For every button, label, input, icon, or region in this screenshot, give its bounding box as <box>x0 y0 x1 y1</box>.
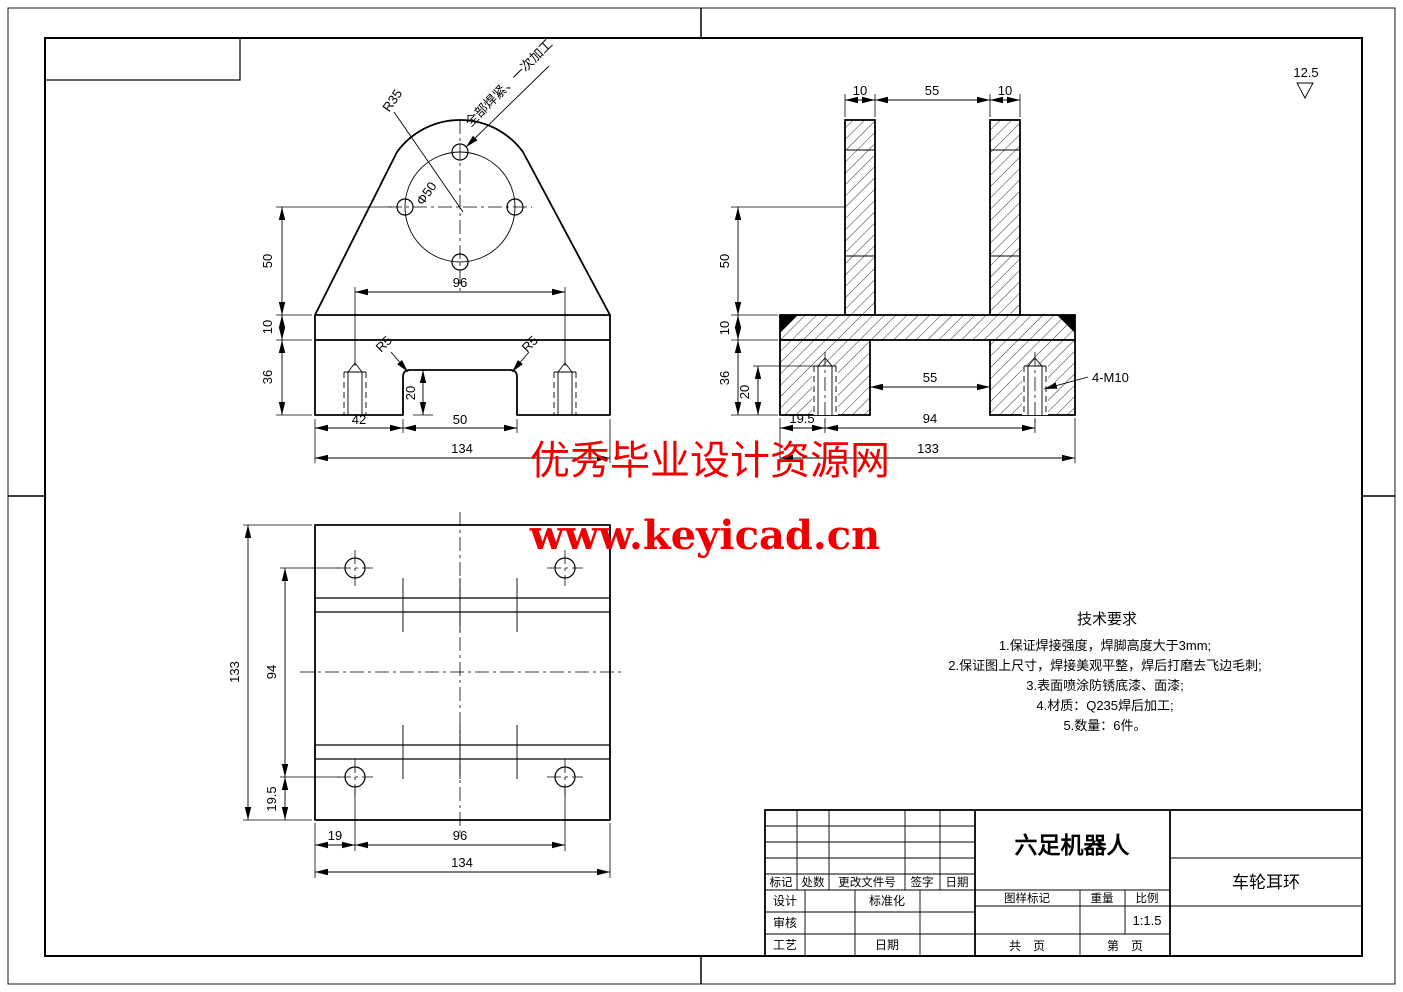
side-dim-10-left: 10 <box>853 83 867 98</box>
scale-value: 1:1.5 <box>1133 913 1162 928</box>
product-name: 六足机器人 <box>1015 832 1131 858</box>
bottom-dim-19-5: 19.5 <box>264 786 279 811</box>
label-check: 审核 <box>773 915 797 930</box>
side-dim-10-right: 10 <box>998 83 1012 98</box>
label-total-pages: 共 页 <box>1009 939 1045 953</box>
weld-mark-right-icon <box>1057 315 1075 333</box>
bottom-dim-133: 133 <box>227 661 242 683</box>
side-dim-133: 133 <box>917 441 939 456</box>
label-change-doc: 更改文件号 <box>838 875 896 889</box>
front-dim-10: 10 <box>260 320 275 334</box>
side-view-dimensions: 10 55 10 50 10 36 20 55 4-M10 <box>717 83 1129 463</box>
part-name: 车轮耳环 <box>1232 873 1300 892</box>
front-dim-50b: 50 <box>453 412 467 427</box>
bottom-dim-96: 96 <box>453 828 467 843</box>
label-date-bottom: 日期 <box>875 938 899 952</box>
label-mark: 标记 <box>770 876 793 889</box>
slot-r5-left-label: R5 <box>373 333 395 355</box>
side-view-geometry <box>779 119 1076 425</box>
side-tapped-hole-right <box>1022 352 1048 425</box>
bottom-dim-134: 134 <box>451 855 473 870</box>
bottom-dim-19: 19 <box>328 828 342 843</box>
side-dim-20: 20 <box>737 385 752 399</box>
watermark: 优秀毕业设计资源网 www.keyicad.cn <box>529 438 890 559</box>
front-dim-42: 42 <box>352 412 366 427</box>
front-dim-134: 134 <box>451 441 473 456</box>
front-dim-96: 96 <box>453 275 467 290</box>
side-dim-94: 94 <box>923 411 937 426</box>
label-process: 工艺 <box>773 938 797 952</box>
radius-r35-label: R35 <box>379 86 405 114</box>
side-dim-36: 36 <box>717 371 732 385</box>
bolt-circle-diameter-label: Φ50 <box>413 179 440 208</box>
tech-req-item-2: 2.保证图上尺寸，焊接美观平整，焊后打磨去飞边毛刺; <box>948 658 1261 673</box>
label-date: 日期 <box>946 876 969 889</box>
label-page-no: 第 页 <box>1107 939 1143 953</box>
bottom-view-dimensions: 133 94 19.5 19 96 134 <box>227 524 611 878</box>
front-view: 全部焊紧、一次加工 R35 Φ50 50 10 36 96 20 <box>260 36 611 463</box>
label-drawing-mark: 图样标记 <box>1004 891 1050 905</box>
weld-mark-left-icon <box>780 315 798 333</box>
side-section-view: 10 55 10 50 10 36 20 55 4-M10 <box>717 83 1129 463</box>
tech-req-item-3: 3.表面喷涂防锈底漆、面漆; <box>1026 678 1183 693</box>
watermark-url: www.keyicad.cn <box>529 512 880 559</box>
front-dim-50: 50 <box>260 254 275 268</box>
surface-roughness-note: 12.5 <box>1293 65 1319 99</box>
base-plate <box>779 314 1076 341</box>
front-dim-20: 20 <box>403 386 418 400</box>
label-standardize: 标准化 <box>869 894 905 908</box>
roughness-value: 12.5 <box>1293 65 1318 80</box>
hole-top <box>451 143 469 161</box>
upright-plate-right <box>989 119 1021 316</box>
side-dim-55-top: 55 <box>925 83 939 98</box>
sheet-frame <box>7 7 1396 985</box>
side-dim-19-5: 19.5 <box>789 411 814 426</box>
front-dim-36: 36 <box>260 370 275 384</box>
side-tapped-hole-left <box>812 352 838 425</box>
front-machining-note: 全部焊紧、一次加工 <box>462 36 555 129</box>
front-view-dimensions: 全部焊紧、一次加工 R35 Φ50 50 10 36 96 20 <box>260 36 611 463</box>
tech-req-item-4: 4.材质：Q235焊后加工; <box>1036 698 1173 713</box>
bottom-view-geometry <box>300 512 625 833</box>
title-block: 标记 处数 更改文件号 签字 日期 设计 标准化 审核 工艺 日期 六足机器人 … <box>764 809 1363 957</box>
watermark-site-name: 优秀毕业设计资源网 <box>530 438 890 484</box>
side-dim-55-mid: 55 <box>923 370 937 385</box>
bottom-dim-94: 94 <box>264 665 279 679</box>
base-plate-outline <box>314 524 611 821</box>
tech-req-item-5: 5.数量：6件。 <box>1063 718 1146 733</box>
front-tapped-hole-left <box>343 362 367 415</box>
upright-plate-left <box>844 119 876 316</box>
front-tapped-hole-right <box>553 362 577 415</box>
bottom-view: 133 94 19.5 19 96 134 <box>227 512 625 878</box>
roughness-symbol-icon <box>1296 82 1314 99</box>
front-view-geometry <box>314 111 611 416</box>
label-scale: 比例 <box>1136 891 1159 905</box>
thread-spec-label: 4-M10 <box>1092 370 1129 385</box>
tech-req-title: 技术要求 <box>1077 611 1137 628</box>
label-weight: 重量 <box>1091 891 1114 905</box>
corner-holes <box>337 550 583 795</box>
label-count: 处数 <box>802 875 825 889</box>
tech-req-item-1: 1.保证焊接强度，焊脚高度大于3mm; <box>999 638 1211 653</box>
label-sign: 签字 <box>911 875 934 889</box>
slot-r5-right-label: R5 <box>519 333 541 355</box>
label-design: 设计 <box>773 894 797 908</box>
corner-reference-block <box>44 37 241 81</box>
side-dim-10: 10 <box>717 321 732 335</box>
side-dim-50: 50 <box>717 254 732 268</box>
technical-requirements: 技术要求 1.保证焊接强度，焊脚高度大于3mm; 2.保证图上尺寸，焊接美观平整… <box>948 611 1261 733</box>
